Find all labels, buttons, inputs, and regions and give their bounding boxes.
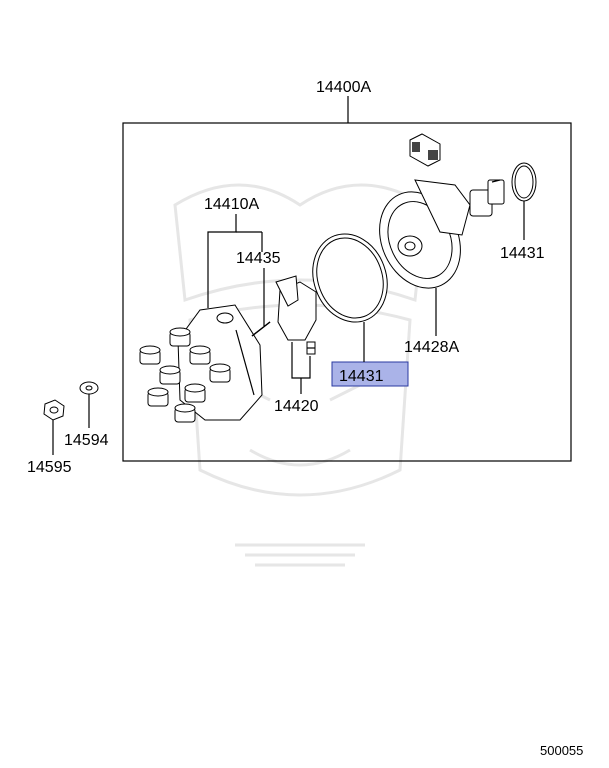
label-nut: 14595 [27, 459, 72, 476]
rotor-part [275, 275, 317, 355]
label-oring-small: 14431 [500, 245, 545, 262]
connector-part [409, 133, 441, 167]
assembly-frame [122, 122, 572, 462]
label-screw: 14435 [236, 250, 281, 267]
label-rotor: 14420 [274, 398, 319, 415]
washer-part [79, 381, 99, 395]
label-assembly: 14400A [316, 79, 371, 96]
screw-part [251, 321, 271, 337]
distributor-cap-part [139, 304, 263, 423]
leader-cap [207, 214, 237, 308]
label-oring-large: 14431 [339, 368, 384, 385]
label-cap: 14410A [204, 196, 259, 213]
label-housing: 14428A [404, 339, 459, 356]
diagram-code: 500055 [540, 743, 583, 758]
nut-part [43, 399, 65, 421]
distributor-housing-part [379, 179, 505, 289]
small-oring-part [511, 162, 537, 202]
highlight-box [331, 361, 409, 387]
large-oring-part [312, 233, 388, 323]
label-washer: 14594 [64, 432, 109, 449]
